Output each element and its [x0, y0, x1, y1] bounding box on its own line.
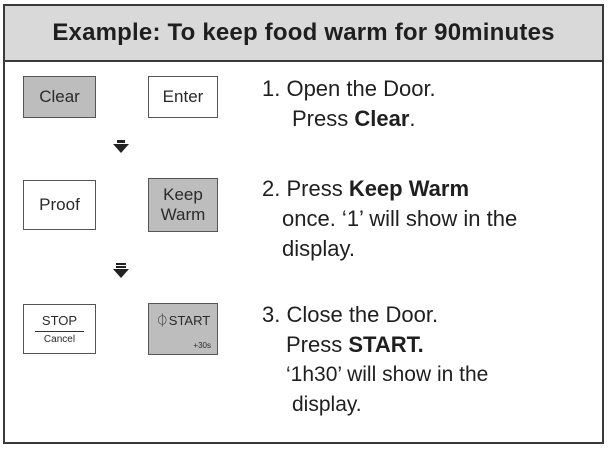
step-2-keep-warm: Keep Warm	[348, 176, 470, 201]
enter-key: Enter	[148, 76, 218, 118]
down-arrow-icon	[113, 140, 129, 153]
proof-key: Proof	[23, 180, 96, 230]
keep-warm-key-label-1: Keep	[163, 185, 203, 205]
step-2-line-2: once. ‘1’ will show in the	[282, 206, 518, 231]
step-3-line-4: display.	[292, 393, 362, 416]
stop-cancel-key: STOP Cancel	[23, 304, 96, 354]
step-1-clear: Clear	[354, 106, 410, 131]
panel-header: Example: To keep food warm for 90minutes	[5, 6, 602, 62]
start-key-label: ⏀START	[155, 313, 211, 328]
step-1-line-1: 1. Open the Door.	[262, 76, 436, 101]
step-1: 1. Open the Door. Press Clear.	[262, 74, 436, 134]
start-key: ⏀START +30s	[148, 303, 218, 355]
keep-warm-key: Keep Warm	[148, 178, 218, 232]
panel-title: Example: To keep food warm for 90minutes	[52, 19, 555, 46]
stop-key-label: STOP	[34, 313, 85, 332]
enter-key-label: Enter	[162, 87, 204, 107]
step-2-line-3: display.	[282, 236, 355, 261]
step-3-press: Press	[286, 332, 349, 357]
keep-warm-key-label-2: Warm	[160, 205, 206, 224]
step-1-period: .	[409, 106, 416, 131]
instruction-panel: Example: To keep food warm for 90minutes	[3, 4, 604, 444]
step-3: 3. Close the Door. Press START. ‘1h30’ w…	[262, 300, 488, 420]
cancel-key-label: Cancel	[43, 334, 76, 345]
proof-key-label: Proof	[39, 195, 80, 215]
step-2-press: 2. Press	[262, 176, 349, 201]
down-arrow-icon	[113, 263, 129, 278]
step-1-press: Press	[292, 106, 355, 131]
clear-key: Clear	[23, 76, 96, 118]
step-3-start: START.	[348, 332, 424, 357]
step-3-line-1: 3. Close the Door.	[262, 302, 439, 327]
step-3-line-3: ‘1h30’ will show in the	[286, 363, 489, 386]
clear-key-label: Clear	[39, 87, 80, 107]
plus-30s-label: +30s	[193, 341, 211, 350]
step-2: 2. Press Keep Warm once. ‘1’ will show i…	[262, 174, 517, 264]
